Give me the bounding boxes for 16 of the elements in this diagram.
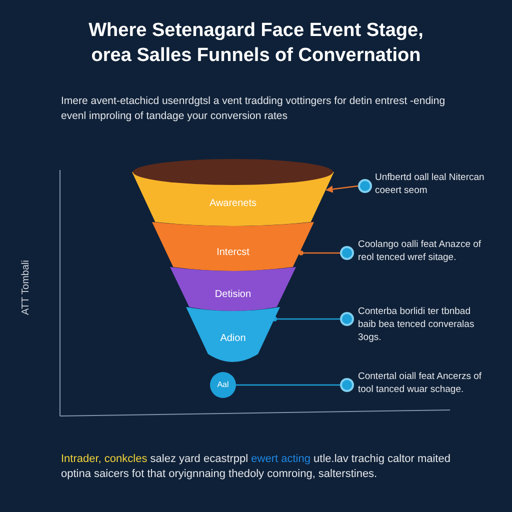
footnote: Intrader, conkcles salez yard ecastrppl ewert acting utle.lav trachig caltor maited optina saicers fot that oryignnaing thedoly comroing, salterstines.	[61, 452, 452, 482]
connector-line	[298, 250, 340, 256]
axis-label: ATT Tombali	[20, 258, 32, 318]
stage-label: Detision	[214, 288, 252, 302]
stage-label: Intercst	[216, 246, 250, 260]
subtitle: Imere avent-etachicd usenrdgtsl a vent tradding vottingers for detin entrest -ending evenl improling of tandage your conversion rates	[61, 94, 446, 124]
arrow	[326, 185, 358, 193]
stage-label: Adion	[219, 332, 247, 346]
callout-text: Unfbertd oall leal Nitercan coeert seom	[375, 171, 486, 197]
callout-text: Conterba borlidi ter tbnbad baib bea tenced converalas 3ogs.	[358, 305, 476, 344]
stage-label: Awarenets	[208, 197, 258, 211]
connector-line	[236, 384, 340, 386]
title: Where Setenagard Face Event Stage, orea Salles Funnels of Convernation	[88, 19, 424, 68]
connector-line	[272, 316, 340, 322]
callout-text: Contertal oiall feat Ancerzs of tool tanced wuar schage.	[358, 370, 483, 396]
callout-text: Coolango oalli feat Anazce of reol tenced wref sitage.	[358, 238, 482, 264]
